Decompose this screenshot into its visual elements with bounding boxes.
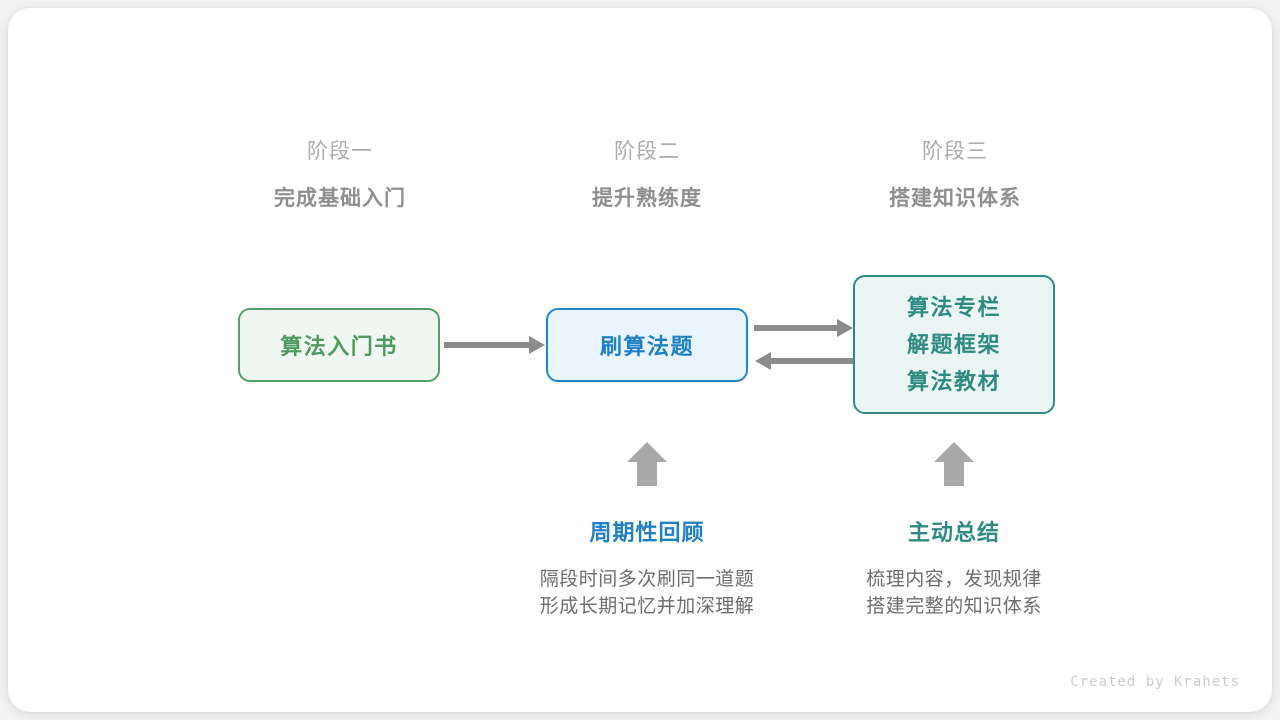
diagram-canvas: 阶段一 完成基础入门 阶段二 提升熟练度 阶段三 搭建知识体系 算法入门书 刷算…: [8, 8, 1272, 712]
arrow-up-summary-head: [934, 442, 974, 462]
node-practice-problems: 刷算法题: [546, 308, 748, 382]
node-knowledge-line-1: 算法专栏: [906, 295, 1001, 320]
node-knowledge-line-3: 算法教材: [906, 369, 1001, 394]
node-practice-label: 刷算法题: [599, 334, 694, 359]
credit-label: Created by Krahets: [1070, 674, 1240, 690]
annotation-review-line-1: 隔段时间多次刷同一道题: [539, 569, 755, 590]
arrow-knowledge-to-practice-icon: [755, 352, 853, 370]
arrow-book-to-practice-icon: [444, 336, 545, 354]
stage-header-2: 阶段二 提升熟练度: [517, 137, 777, 214]
annotation-summary-body: 梳理内容，发现规律 搭建完整的知识体系: [804, 566, 1104, 620]
node-book-label: 算法入门书: [280, 334, 398, 359]
annotation-summary-line-2: 搭建完整的知识体系: [866, 596, 1042, 617]
annotation-periodic-review: 周期性回顾 隔段时间多次刷同一道题 形成长期记忆并加深理解: [497, 518, 797, 620]
stage-title-3: 搭建知识体系: [889, 187, 1021, 210]
stage-header-1: 阶段一 完成基础入门: [210, 137, 470, 214]
annotation-review-title: 周期性回顾: [589, 520, 705, 545]
annotation-summary-line-1: 梳理内容，发现规律: [866, 569, 1042, 590]
stage-title-2: 提升熟练度: [592, 187, 702, 210]
stage-index-3: 阶段三: [922, 140, 988, 163]
arrow-up-review-icon: [627, 442, 667, 486]
node-knowledge-resources: 算法专栏 解题框架 算法教材: [853, 275, 1055, 414]
stage-index-1: 阶段一: [307, 140, 373, 163]
arrow-up-summary-icon: [934, 442, 974, 486]
annotation-review-body: 隔段时间多次刷同一道题 形成长期记忆并加深理解: [497, 566, 797, 620]
node-algorithm-intro-book: 算法入门书: [238, 308, 440, 382]
stage-index-2: 阶段二: [614, 140, 680, 163]
arrow-up-review-head: [627, 442, 667, 462]
arrow-up-review-shaft: [637, 460, 657, 486]
annotation-review-line-2: 形成长期记忆并加深理解: [539, 596, 755, 617]
stage-header-3: 阶段三 搭建知识体系: [825, 137, 1085, 214]
node-knowledge-line-2: 解题框架: [906, 332, 1001, 357]
annotation-active-summary: 主动总结 梳理内容，发现规律 搭建完整的知识体系: [804, 518, 1104, 620]
stage-title-1: 完成基础入门: [274, 187, 406, 210]
annotation-summary-title: 主动总结: [907, 520, 1000, 545]
arrow-up-summary-shaft: [944, 460, 964, 486]
arrow-practice-to-knowledge-icon: [754, 319, 853, 337]
